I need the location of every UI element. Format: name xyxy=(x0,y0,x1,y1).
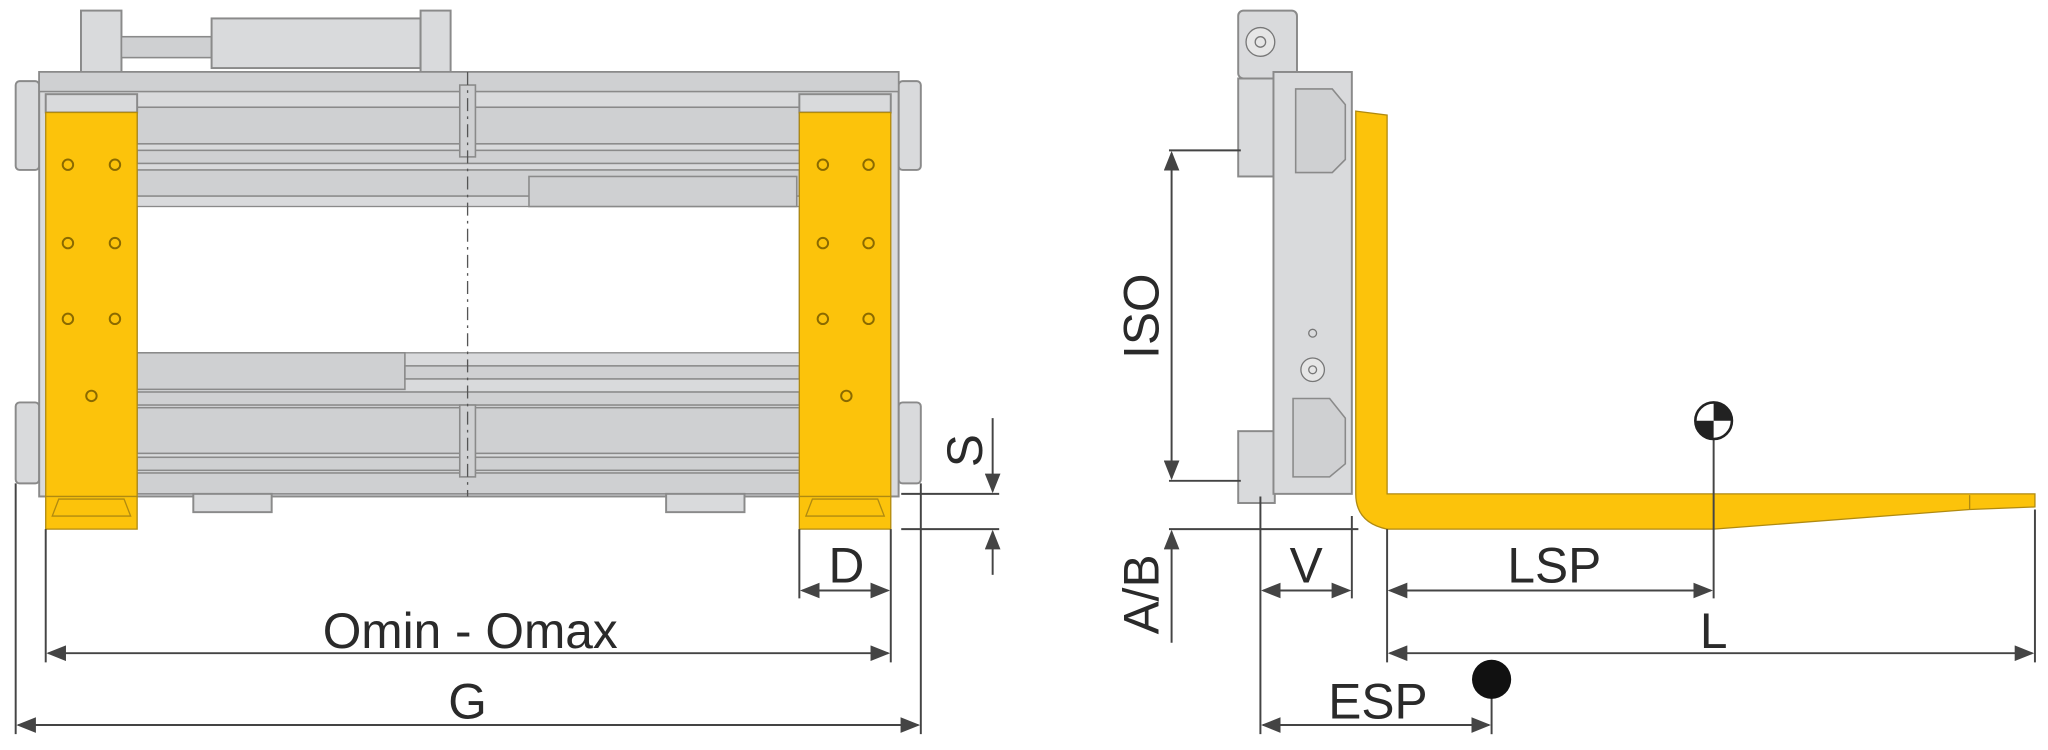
side-view: ISO A/B V LSP L ESP xyxy=(1114,9,2036,735)
front-view: Omin - Omax G D S xyxy=(14,9,1001,735)
fork-carriage-left xyxy=(44,93,139,530)
fork-carriage-right xyxy=(798,93,892,530)
side-plate xyxy=(14,80,41,171)
attachment-center-of-gravity-icon xyxy=(1472,659,1512,699)
load-center-of-gravity-icon xyxy=(1694,401,1734,441)
dim-label-ab: A/B xyxy=(1114,554,1170,634)
fork-blade xyxy=(1355,110,2036,530)
lower-positioning-cylinder xyxy=(136,352,406,391)
cylinder-bracket-right xyxy=(419,9,452,80)
frame-opening xyxy=(136,205,800,354)
side-plate xyxy=(897,401,922,485)
hook-plate xyxy=(1237,77,1276,178)
cylinder-bracket-left xyxy=(80,9,123,80)
side-plate xyxy=(14,401,41,485)
dim-label-lsp: LSP xyxy=(1507,538,1601,594)
octagon-plate xyxy=(1292,397,1347,478)
dim-label-g: G xyxy=(448,674,487,730)
dim-label-d: D xyxy=(828,538,864,594)
dimension-lines-side xyxy=(1163,149,2036,735)
cylinder-rod xyxy=(120,35,213,59)
upper-positioning-cylinder xyxy=(528,175,798,208)
dim-label-omin-omax: Omin - Omax xyxy=(323,603,618,659)
dim-label-s: S xyxy=(937,434,993,467)
side-plate xyxy=(897,80,922,171)
bottom-bracket xyxy=(192,492,273,514)
bottom-bracket xyxy=(665,492,746,514)
octagon-plate xyxy=(1294,88,1347,174)
dim-label-v: V xyxy=(1290,538,1323,594)
lower-hook xyxy=(1237,430,1276,504)
dimension-lines-front xyxy=(14,418,1001,735)
dim-label-esp: ESP xyxy=(1328,674,1427,730)
dim-label-iso: ISO xyxy=(1114,273,1170,359)
dim-label-l: L xyxy=(1700,603,1728,659)
side-shift-cylinder xyxy=(210,17,422,70)
